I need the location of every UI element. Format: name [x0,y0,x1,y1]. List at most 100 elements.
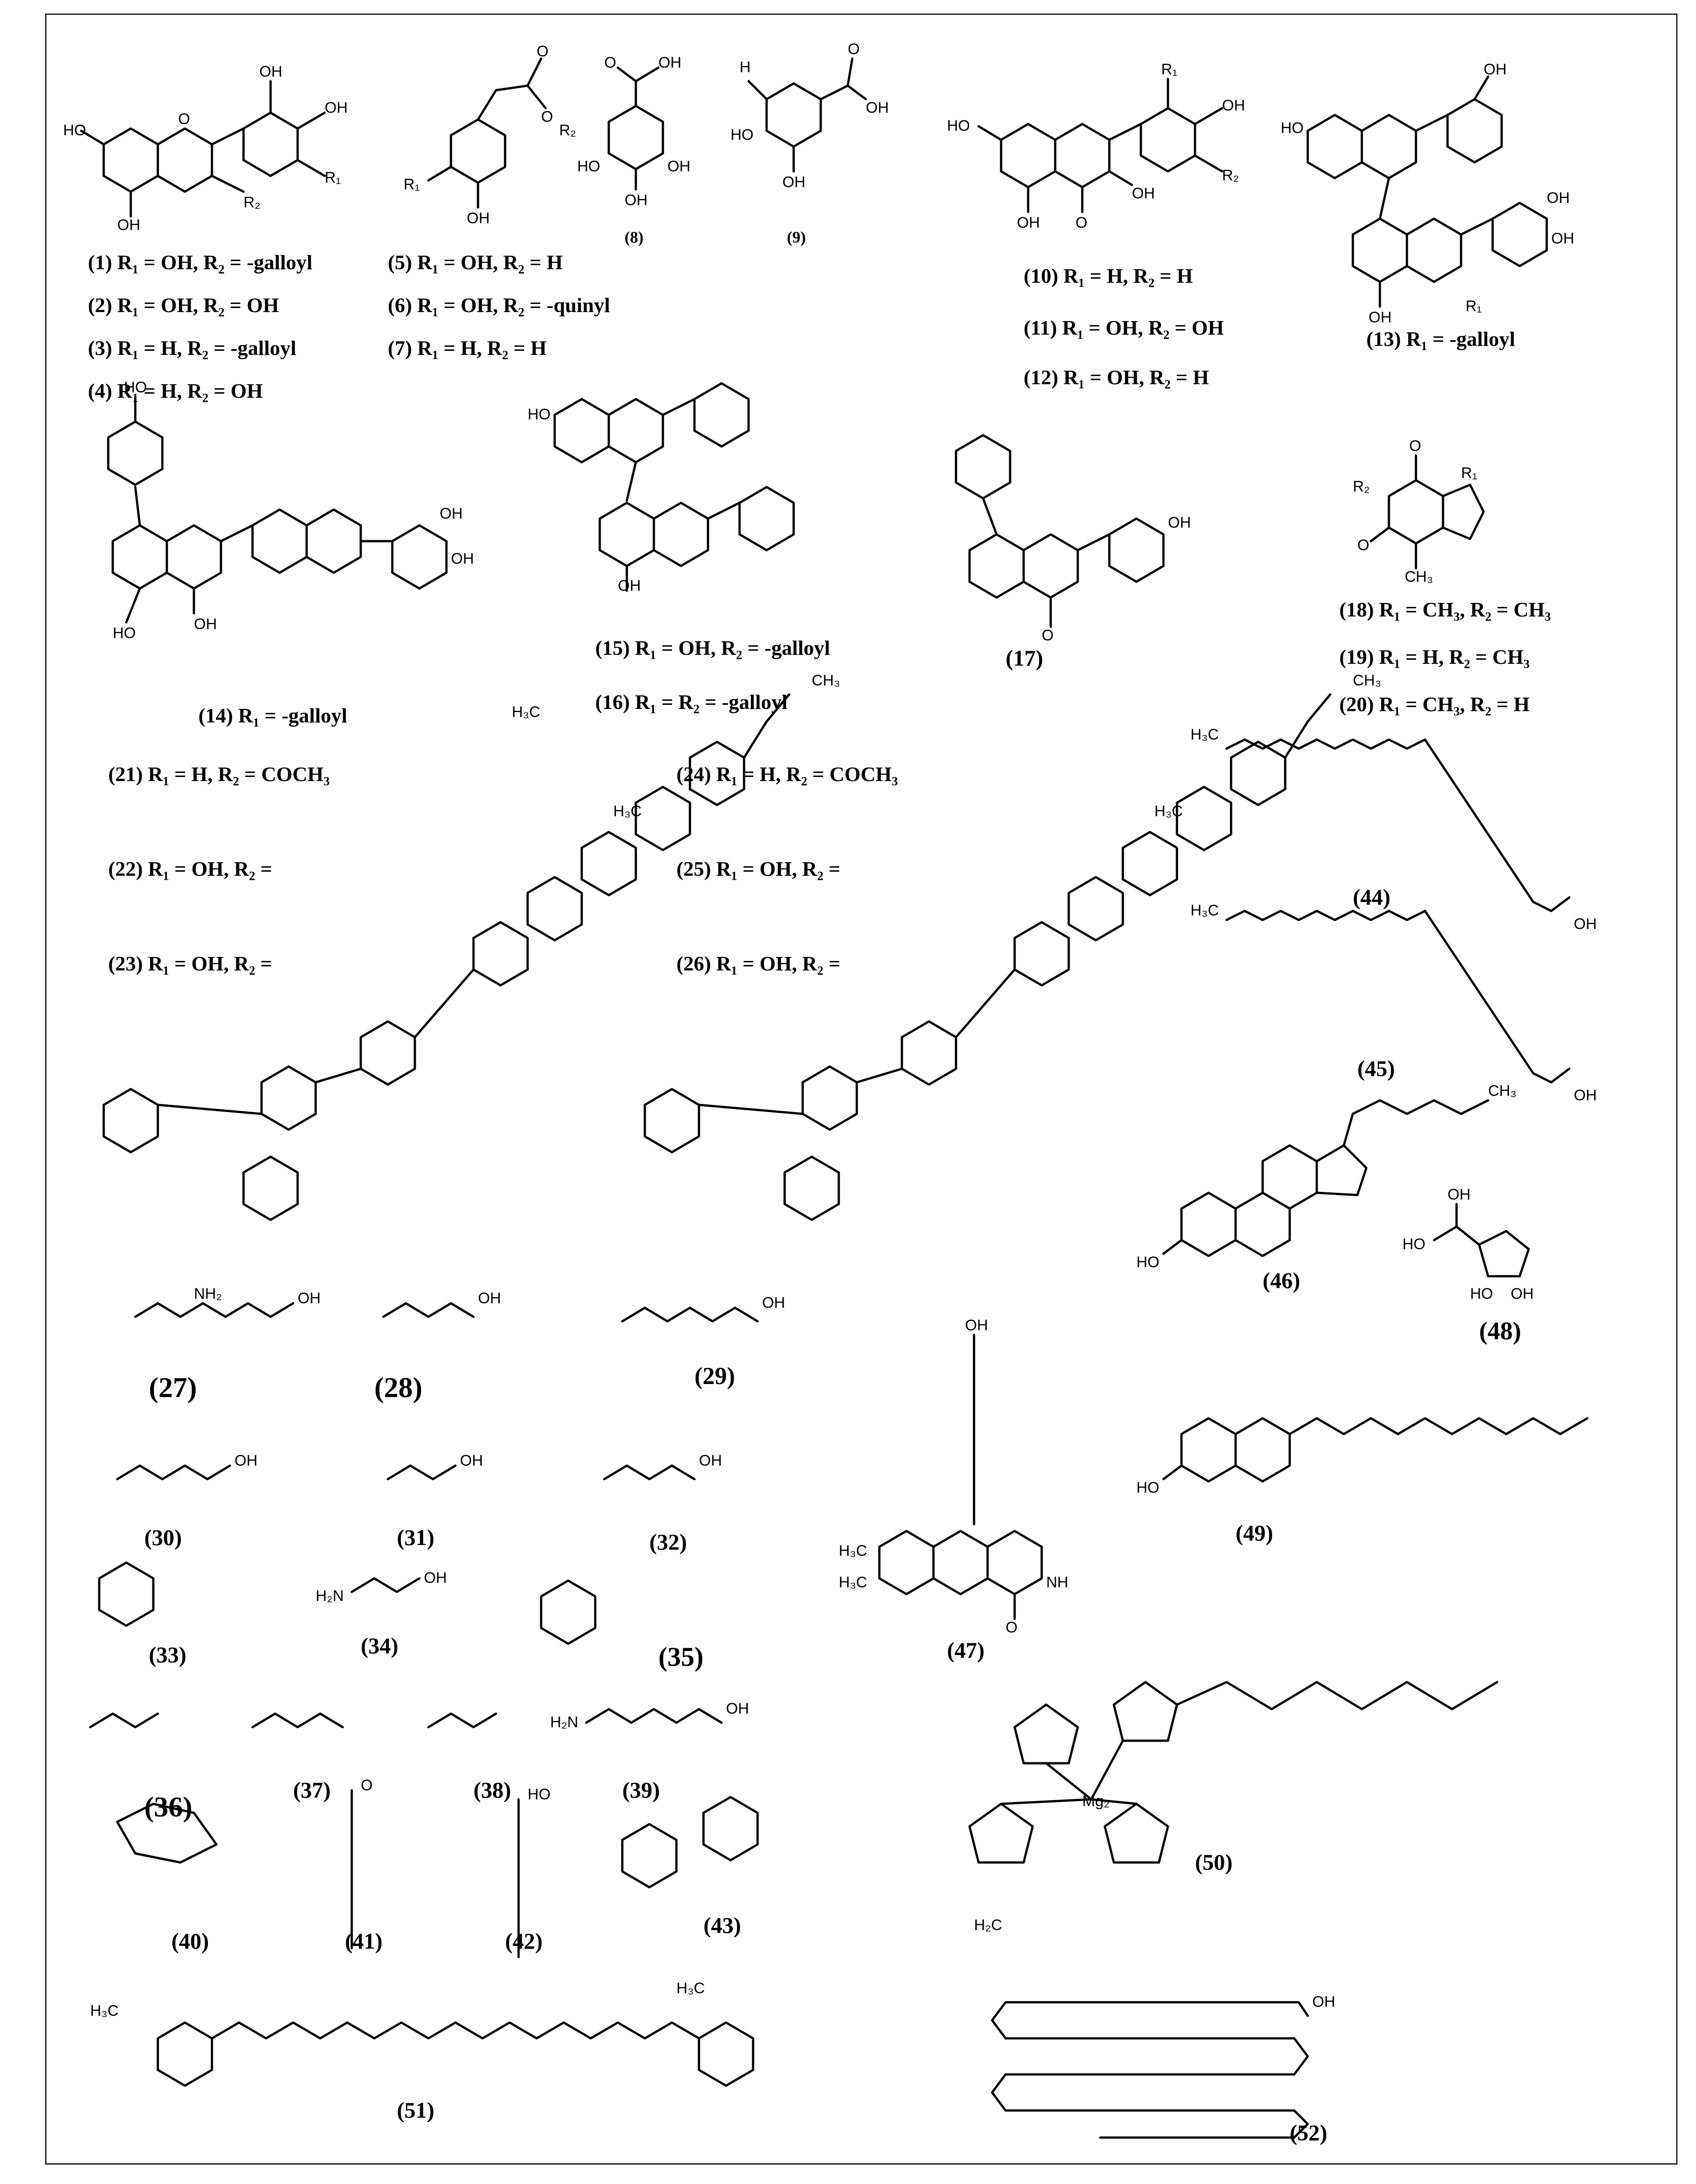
atom-ho-48: HO [1402,1236,1425,1253]
atom-r2-10: R₂ [1222,167,1239,184]
structure-procyanidin-13 [1306,75,1548,308]
structure-prodelphinidin-15-16 [553,382,795,592]
atom-h3c-22: H₃C [512,703,540,721]
label-compound-3: (3) R₁ = H, R₂ = -galloyl [88,336,297,359]
label-compound-49: (49) [1236,1520,1273,1545]
label-compound-16: (16) R₁ = R₂ = -galloyl [595,690,788,713]
atom-r1-10: R₁ [1161,61,1177,78]
structure-ascorbic-48 [1433,1203,1530,1278]
atom-ho-1: HO [63,122,86,139]
label-compound-17: (17) [1006,645,1043,671]
structure-riboflavin-47 [878,1333,1043,1620]
label-compound-27: (27) [149,1371,197,1403]
label-compound-18: (18) R₁ = CH₃, R₂ = CH₃ [1339,598,1551,621]
atom-ho-14a: HO [124,379,147,396]
atom-ch3-18: CH₃ [1405,568,1433,585]
atom-oh-45: OH [1574,1087,1597,1104]
atom-oh-10a: OH [1222,97,1245,114]
atom-nh-47: NH [1046,1574,1068,1591]
atom-o-5b: O [541,108,553,125]
structure-procyanidin-14 [107,395,448,624]
label-compound-39: (39) [622,1777,660,1802]
atom-oh-5: OH [467,210,490,227]
label-compound-29: (29) [694,1362,735,1389]
label-compound-30: (30) [144,1525,182,1550]
atom-oh-9a: OH [866,99,889,116]
atom-r1-1: R₁ [325,169,341,186]
atom-oh-48a: OH [1448,1186,1471,1203]
atom-ho-42: HO [528,1786,551,1803]
label-compound-31: (31) [397,1525,435,1550]
atom-oh-34: OH [424,1569,447,1586]
atom-r1-18: R₁ [1461,464,1477,482]
atom-oh-14c: OH [194,616,217,633]
label-compound-43: (43) [703,1913,741,1938]
structure-saponin-24-26 [643,693,1332,1221]
structure-alcohol-52 [991,2001,1309,2139]
atom-oh-47: OH [965,1317,988,1334]
atom-r1-13: R₁ [1466,298,1482,315]
atom-oh-8c: OH [625,192,648,209]
atom-oh-48b: OH [1511,1285,1534,1302]
label-compound-35: (35) [658,1642,703,1672]
atom-r2-5: R₂ [559,122,576,139]
atom-o-18a: O [1409,437,1421,455]
atom-o-8: O [604,54,616,71]
label-compound-23: (23) R₁ = OH, R₂ = [108,952,272,975]
label-compound-36: (36) [144,1791,193,1823]
structure-xanthine-18-20 [1370,454,1485,570]
atom-oh-27: OH [298,1290,321,1307]
label-compound-45: (45) [1357,1056,1395,1081]
structure-vitexin-17 [955,434,1165,628]
atom-ho-46: HO [1136,1254,1159,1271]
label-compound-28: (28) [374,1371,423,1403]
atom-ho-10: HO [947,117,970,134]
label-compound-13: (13) R₁ = -galloyl [1366,327,1516,350]
atom-h3c-sap2: H₃C [1154,803,1183,820]
atom-ho-13: HO [1281,120,1304,137]
label-compound-26: (26) R₁ = OH, R₂ = [676,952,841,975]
atom-ho-8: HO [577,158,600,175]
structure-fatty-acid-45 [1225,910,1571,1084]
structure-amino-acids [89,1302,759,1729]
label-compound-47: (47) [947,1637,985,1663]
label-compound-24: (24) R₁ = H, R₂ = COCH₃ [676,763,898,786]
atom-h2c-50: H₂C [974,1917,1002,1934]
atom-oh-13b: OH [1547,189,1570,207]
label-compound-41: (41) [345,1928,383,1954]
atom-h3c-51b: H₃C [676,1980,705,1997]
label-compound-1: (1) R₁ = OH, R₂ = -galloyl [88,251,313,274]
atom-o-1: O [178,110,190,128]
label-compound-4: (4) R₁ = H, R₂ = OH [88,379,263,402]
label-compound-34: (34) [361,1633,399,1658]
label-compound-37: (37) [293,1777,331,1802]
label-compound-46: (46) [1263,1268,1301,1293]
atom-o-9: O [848,41,859,58]
atom-ch3-sap1: CH₃ [812,672,840,689]
structure-saponin-21-23 [102,693,791,1221]
atom-ho-48b: HO [1470,1285,1493,1302]
label-compound-52: (52) [1290,2120,1328,2145]
atom-h3c-47b: H₃C [839,1574,867,1591]
atom-oh-8a: OH [658,54,681,71]
atom-oh-30: OH [234,1452,257,1469]
label-compound-50: (50) [1195,1849,1233,1875]
label-compound-5: (5) R₁ = OH, R₂ = H [388,251,563,274]
structure-flavanol-1-4 [80,80,326,218]
atom-oh-13d: OH [1369,309,1392,326]
atom-oh-32: OH [699,1452,722,1469]
structure-sterol-46 [1162,1099,1489,1257]
atom-mg-50: Mg₂ [1082,1793,1109,1810]
label-compound-19: (19) R₁ = H, R₂ = CH₃ [1339,645,1530,668]
label-compound-44: (44) [1353,884,1391,910]
atom-o-17: O [1042,627,1053,644]
atom-h2n-39: H₂N [550,1714,578,1731]
structure-tocopherol-49 [1162,1417,1589,1483]
label-compound-42: (42) [505,1928,543,1954]
atom-o-18b: O [1357,537,1369,554]
atom-oh-39: OH [726,1700,749,1717]
label-compound-12: (12) R₁ = OH, R₂ = H [1024,366,1209,389]
structure-gallic-acid-8 [607,66,664,191]
atom-ho-15: HO [528,406,551,423]
